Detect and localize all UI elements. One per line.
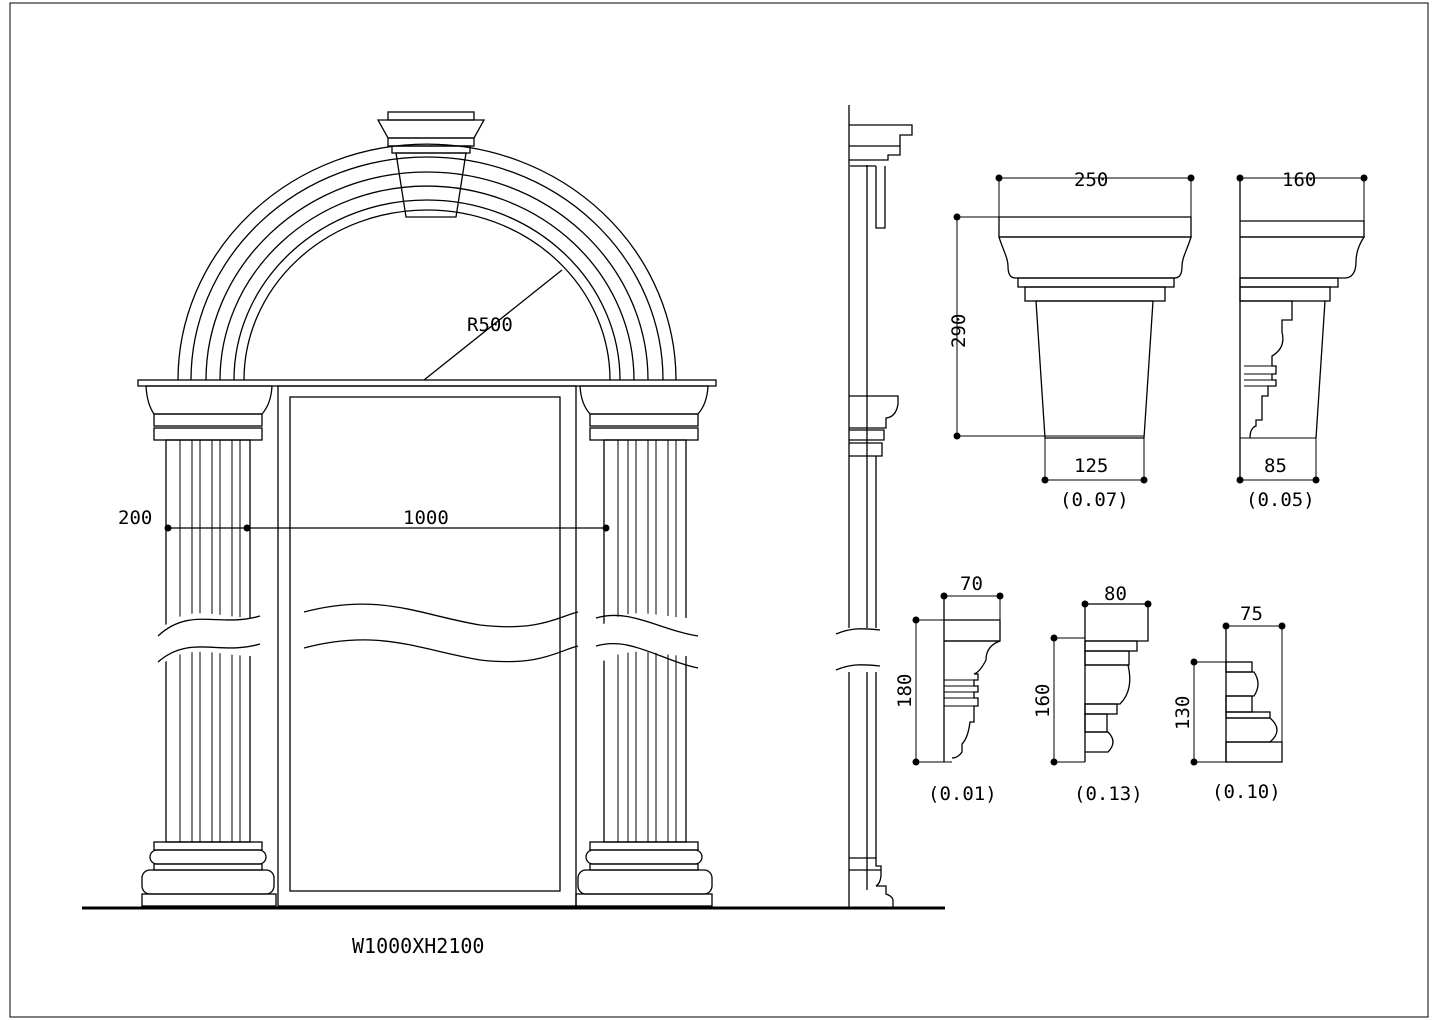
keystone-side-detail: 160 85 (0.05) xyxy=(1236,169,1368,511)
profile-c-detail: 75 130 (0.10) xyxy=(1172,603,1286,803)
left-column xyxy=(141,385,277,907)
door-frame-outer xyxy=(277,385,577,907)
keystone-bottom-dim: 125 xyxy=(1074,455,1108,477)
profile-b-width-dim: 80 xyxy=(1104,583,1127,605)
width-dim-label: 1000 xyxy=(403,507,449,529)
keystone-note: (0.07) xyxy=(1060,489,1129,511)
keystone-height-dim: 290 xyxy=(948,314,970,348)
keystone-side-top-dim: 160 xyxy=(1282,169,1316,191)
column-dim-label: 200 xyxy=(118,507,152,529)
profile-a-detail: 70 180 (0.01) xyxy=(894,573,1004,805)
profile-b-height-dim: 160 xyxy=(1032,684,1054,718)
profile-c-width-dim: 75 xyxy=(1240,603,1263,625)
profile-c-height-dim: 130 xyxy=(1172,696,1194,730)
profile-a-note: (0.01) xyxy=(928,783,997,805)
side-section xyxy=(835,105,913,909)
profile-c-note: (0.10) xyxy=(1212,781,1281,803)
arch-rings xyxy=(177,143,677,381)
keystone-side-bottom-dim: 85 xyxy=(1264,455,1287,477)
radius-label: R500 xyxy=(467,314,513,336)
sheet-border xyxy=(9,2,1429,1018)
profile-b-detail: 80 160 (0.13) xyxy=(1032,583,1152,805)
front-elevation: R500 200 1000 W1000XH2100 xyxy=(118,111,717,958)
door-panel xyxy=(289,396,561,892)
profile-b-note: (0.13) xyxy=(1074,783,1143,805)
profile-a-width-dim: 70 xyxy=(960,573,983,595)
profile-a-height-dim: 180 xyxy=(894,674,916,708)
radius-leader xyxy=(423,269,563,381)
elevation-caption: W1000XH2100 xyxy=(352,934,484,958)
impost-slab xyxy=(137,379,717,387)
keystone-top-dim: 250 xyxy=(1074,169,1108,191)
keystone-side-note: (0.05) xyxy=(1246,489,1315,511)
keystone-front-detail: 250 290 125 (0.07) xyxy=(948,169,1195,511)
break-lines xyxy=(303,603,579,663)
keystone xyxy=(376,111,486,218)
right-column xyxy=(575,385,713,907)
